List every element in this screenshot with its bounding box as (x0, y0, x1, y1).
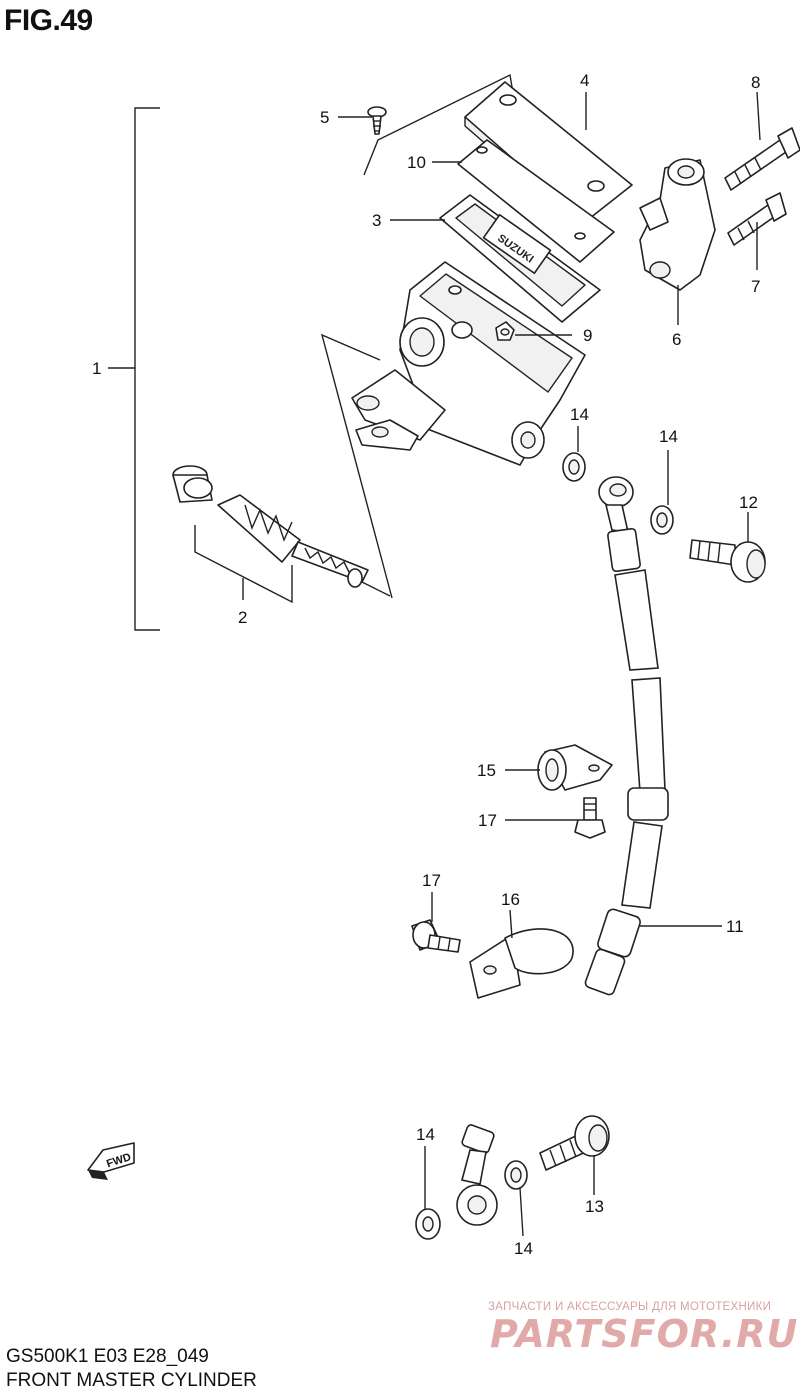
holder-clamp[interactable] (639, 158, 716, 291)
clamp-bolt-upper[interactable] (574, 797, 606, 839)
assembly-bracket-1 (108, 107, 160, 631)
hose-clamp[interactable] (537, 744, 613, 791)
watermark-tagline: ЗАПЧАСТИ И АКСЕССУАРЫ ДЛЯ МОТОТЕХНИКИ (488, 1301, 772, 1313)
cap-screw[interactable] (367, 106, 387, 135)
callout-14-upper-right: 14 (659, 427, 678, 446)
section-title: FRONT MASTER CYLINDER (6, 1370, 257, 1391)
callout-14-lower-left: 14 (416, 1125, 435, 1144)
body-nut[interactable] (495, 321, 515, 341)
callout-2: 2 (238, 608, 247, 627)
callout-15: 15 (477, 761, 496, 780)
watermark-logo: PARTSFOR.RU (490, 1312, 799, 1356)
brake-hose[interactable] (456, 476, 669, 1226)
callout-4: 4 (580, 71, 589, 90)
piston-set[interactable] (172, 465, 391, 604)
callout-3: 3 (372, 211, 381, 230)
callout-12: 12 (739, 493, 758, 512)
reservoir-diaphragm[interactable]: SUZUKI (439, 194, 601, 323)
reservoir-plate[interactable] (457, 139, 615, 263)
callout-11: 11 (726, 917, 744, 936)
callout-17-lower: 17 (422, 871, 441, 890)
callout-14-lower-right: 14 (514, 1239, 533, 1258)
figure-label: FIG.49 (4, 4, 93, 37)
holder-bolt-short[interactable] (727, 192, 787, 246)
callout-14-upper-left: 14 (570, 405, 589, 424)
callout-6: 6 (672, 330, 681, 349)
callout-7: 7 (751, 277, 760, 296)
master-cylinder-body[interactable] (351, 261, 586, 466)
callout-16: 16 (501, 890, 520, 909)
callout-8: 8 (751, 73, 760, 92)
washer-lower-right[interactable] (504, 1160, 528, 1190)
washer-upper-right[interactable] (650, 505, 674, 535)
leader-lines (338, 91, 761, 1237)
union-bolt-upper[interactable] (689, 539, 766, 583)
washer-upper-left[interactable] (562, 452, 586, 482)
callout-9: 9 (583, 326, 592, 345)
holder-bolt-long[interactable] (724, 127, 800, 191)
clamp-bolt-lower[interactable] (411, 919, 461, 953)
callout-13: 13 (585, 1197, 604, 1216)
model-code: GS500K1 E03 E28_049 (6, 1346, 209, 1367)
hose-bracket[interactable] (469, 928, 574, 999)
union-bolt-lower[interactable] (539, 1115, 610, 1171)
callout-1: 1 (92, 359, 101, 378)
callout-5: 5 (320, 108, 329, 127)
washer-lower-left[interactable] (415, 1208, 441, 1240)
callout-labels: 1 2 3 4 5 6 7 8 9 10 11 12 13 14 14 14 1… (92, 71, 760, 1258)
callout-17-upper: 17 (478, 811, 497, 830)
fwd-direction-badge: FWD (87, 1142, 135, 1180)
callout-10: 10 (407, 153, 426, 172)
